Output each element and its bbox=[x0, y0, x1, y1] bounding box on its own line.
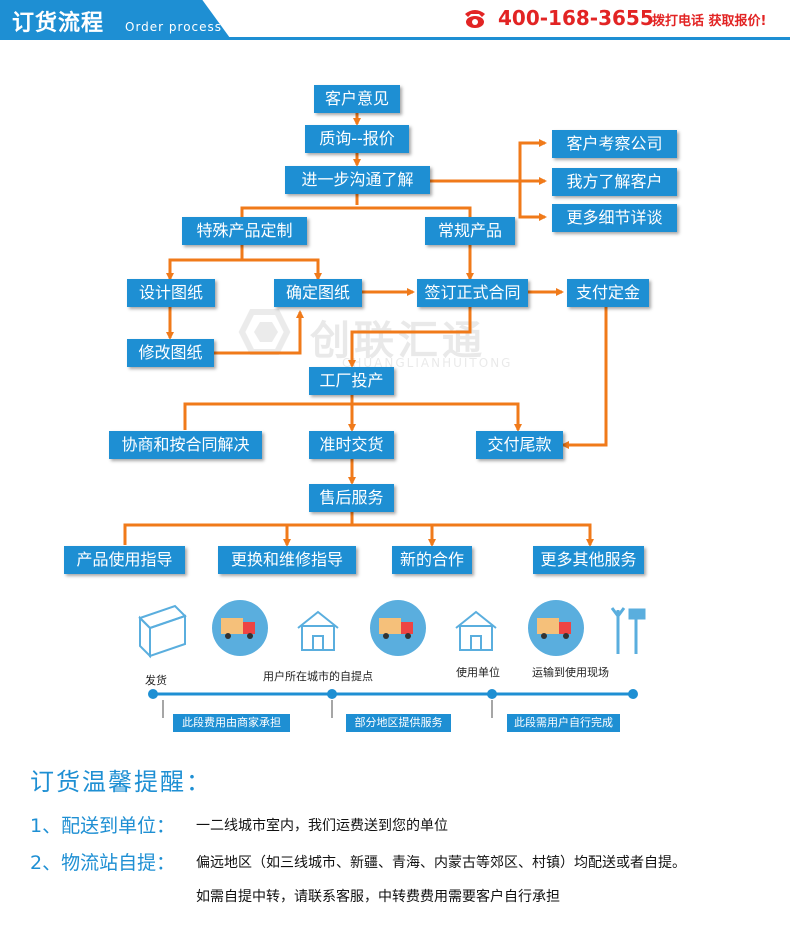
call-to-action: 拨打电话 获取报价! bbox=[652, 14, 767, 29]
step-negotiate-resolve: 协商和按合同解决 bbox=[109, 431, 262, 459]
note-2-text-line2: 如需自提中转，请联系客服，中转费费用需要客户自行承担 bbox=[196, 889, 560, 905]
header-rule bbox=[0, 37, 790, 40]
step-confirm-drawing: 确定图纸 bbox=[274, 279, 362, 307]
timeline-label-user-unit: 使用单位 bbox=[456, 666, 500, 679]
step-further-communication: 进一步沟通了解 bbox=[285, 166, 430, 194]
timeline-tag-merchant: 此段费用由商家承担 bbox=[173, 714, 290, 732]
step-pay-deposit: 支付定金 bbox=[567, 279, 649, 307]
page-subtitle: Order process bbox=[125, 20, 223, 34]
title-bar bbox=[0, 0, 230, 38]
timeline-label-pickup: 用户所在城市的自提点 bbox=[263, 670, 373, 683]
step-factory-production: 工厂投产 bbox=[309, 367, 394, 395]
step-pay-balance: 交付尾款 bbox=[476, 431, 563, 459]
phone-icon bbox=[465, 10, 485, 28]
logistics-icons bbox=[138, 600, 646, 718]
phone-number[interactable]: 400-168-3655 bbox=[498, 6, 654, 30]
house-icon bbox=[455, 610, 497, 651]
step-usage-guide: 产品使用指导 bbox=[64, 546, 185, 574]
notes-title: 订货温馨提醒： bbox=[30, 768, 212, 796]
step-design-drawing: 设计图纸 bbox=[127, 279, 215, 307]
note-1-label: 1、配送到单位： bbox=[30, 815, 176, 837]
step-customer-visit: 客户考察公司 bbox=[552, 130, 677, 158]
step-on-time-delivery: 准时交货 bbox=[309, 431, 394, 459]
tools-icon bbox=[610, 607, 646, 654]
step-more-details: 更多细节详谈 bbox=[552, 204, 677, 232]
note-1-text: 一二线城市室内，我们运费送到您的单位 bbox=[196, 818, 448, 834]
step-more-services: 更多其他服务 bbox=[533, 546, 644, 574]
timeline-tag-partial: 部分地区提供服务 bbox=[346, 714, 451, 732]
step-customer-opinion: 客户意见 bbox=[314, 85, 400, 113]
watermark-text-en: CHUANGLIANHUITONG bbox=[342, 356, 513, 370]
step-inquiry-quote: 质询--报价 bbox=[305, 125, 409, 153]
step-regular-product: 常规产品 bbox=[425, 217, 515, 245]
step-replace-repair: 更换和维修指导 bbox=[218, 546, 356, 574]
note-2-text: 偏远地区（如三线城市、新疆、青海、内蒙古等郊区、村镇）均配送或者自提。 bbox=[196, 855, 686, 871]
step-sign-contract: 签订正式合同 bbox=[417, 279, 528, 307]
step-we-understand: 我方了解客户 bbox=[552, 168, 677, 196]
step-modify-drawing: 修改图纸 bbox=[127, 339, 214, 367]
note-2-label: 2、物流站自提： bbox=[30, 852, 176, 874]
step-special-custom: 特殊产品定制 bbox=[182, 217, 307, 245]
box-icon bbox=[138, 604, 187, 659]
step-new-cooperation: 新的合作 bbox=[392, 546, 472, 574]
page-title: 订货流程 bbox=[12, 11, 105, 36]
timeline-tag-user: 此段需用户自行完成 bbox=[507, 714, 620, 732]
house-icon bbox=[297, 610, 339, 651]
header: 订货流程 Order process 400-168-3655 拨打电话 获取报… bbox=[0, 0, 790, 40]
truck-icon bbox=[370, 600, 426, 656]
watermark-text: 创联汇通 bbox=[310, 318, 486, 364]
step-after-sales: 售后服务 bbox=[309, 484, 394, 512]
timeline-label-ship: 发货 bbox=[145, 674, 167, 687]
truck-icon bbox=[212, 600, 268, 656]
timeline-label-to-site: 运输到使用现场 bbox=[532, 666, 609, 679]
truck-icon bbox=[528, 600, 584, 656]
